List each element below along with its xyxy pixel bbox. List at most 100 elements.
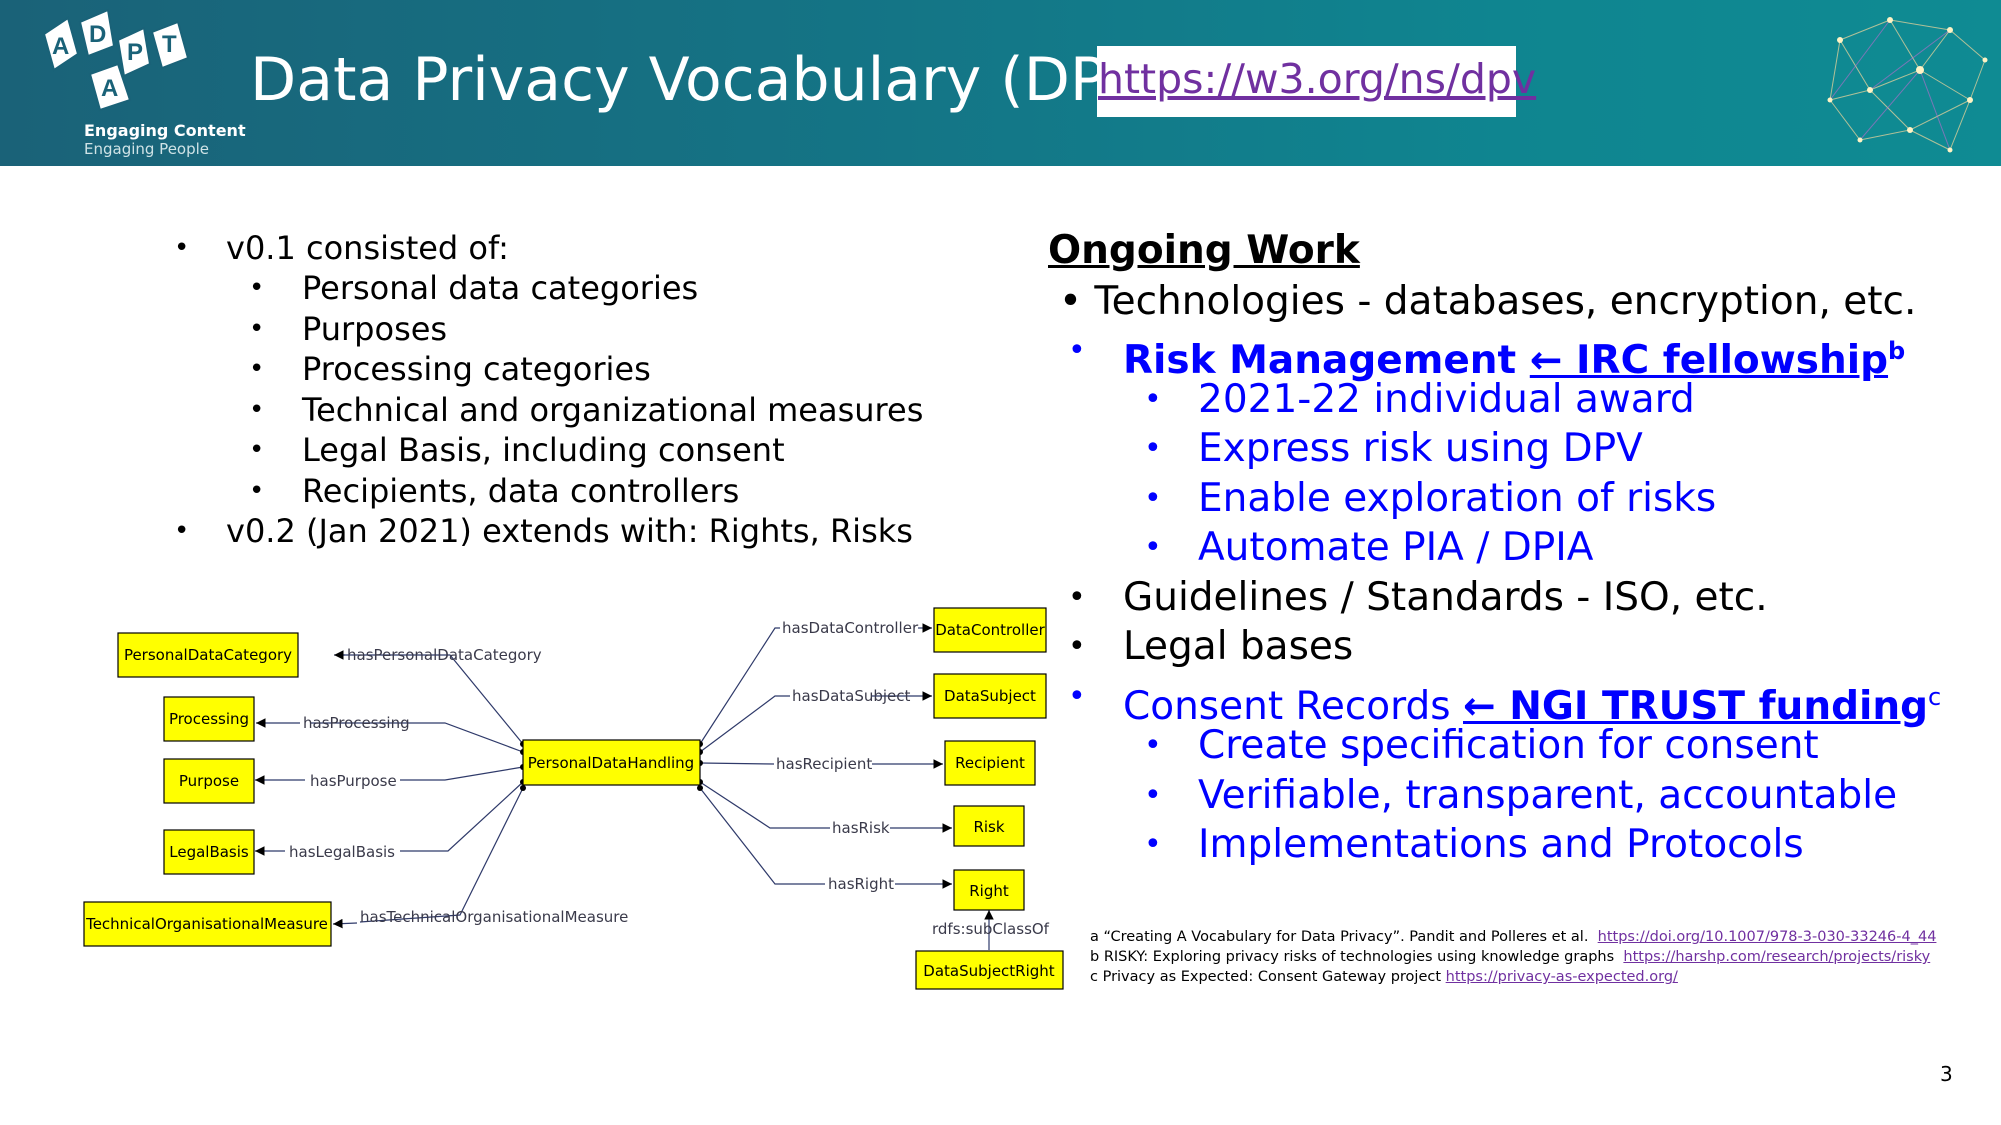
list-item-consent-records: Consent Records ← NGI TRUST fundingc <box>1123 672 1941 732</box>
edge-label: hasDataController <box>782 619 919 637</box>
footnote-link[interactable]: https://doi.org/10.1007/978-3-030-33246-… <box>1597 929 1937 945</box>
node-processing <box>163 696 255 742</box>
logo-tile-p <box>116 26 152 78</box>
ngi-trust-funding-link[interactable]: ← NGI TRUST funding <box>1463 684 1929 729</box>
bullet-dot: • <box>174 233 190 263</box>
footnote-text: c Privacy as Expected: Consent Gateway p… <box>1090 969 1442 985</box>
node-personal-data-handling <box>522 739 701 786</box>
url-box: https://w3.org/ns/dpv <box>1097 46 1536 117</box>
node-label: PersonalDataHandling <box>528 754 694 772</box>
node-label: DataSubject <box>944 687 1036 705</box>
list-item: Purposes <box>302 310 448 348</box>
list-item: Personal data categories <box>302 269 699 307</box>
footnote-text: a “Creating A Vocabulary for Data Privac… <box>1090 929 1589 945</box>
bullet-dot: • <box>1144 382 1162 417</box>
footnote-a: a “Creating A Vocabulary for Data Privac… <box>1090 927 1936 947</box>
logo-letter: P <box>127 39 143 66</box>
bullet-dot: • <box>1068 580 1086 615</box>
edge-line <box>699 762 775 765</box>
node-label: Recipient <box>955 754 1025 772</box>
node-right <box>953 869 1025 911</box>
bullet-dot: • <box>1144 431 1162 466</box>
node-label: DataController <box>935 621 1045 639</box>
bullet-dot: • <box>249 314 265 344</box>
node-data-controller <box>933 607 1047 653</box>
list-item: Create specification for consent <box>1198 723 1819 768</box>
bullet-dot: • <box>249 435 265 465</box>
node-risk <box>953 805 1025 847</box>
list-item: Express risk using DPV <box>1198 426 1643 471</box>
page-title: Data Privacy Vocabulary (DPV)a <box>250 40 1191 120</box>
edge-label: rdfs:subClassOf <box>932 920 1050 938</box>
node-label: DataSubjectRight <box>923 962 1055 980</box>
footnote-link[interactable]: https://privacy-as-expected.org/ <box>1445 969 1678 985</box>
node-label: TechnicalOrganisationalMeasure <box>85 915 328 933</box>
edge-line <box>699 781 830 829</box>
node-label: PersonalDataCategory <box>124 646 292 664</box>
list-item-legal-bases: Legal bases <box>1123 624 1354 669</box>
list-item: Verifiable, transparent, accountable <box>1198 773 1898 818</box>
bullet-dot: • <box>1068 333 1086 368</box>
list-item: Automate PIA / DPIA <box>1198 525 1594 570</box>
node-legal-basis <box>163 829 255 875</box>
node-label: Risk <box>973 818 1004 836</box>
list-item: Processing categories <box>302 350 651 388</box>
logo-letter: A <box>101 75 118 102</box>
logo-tile-a2 <box>88 62 132 112</box>
logo-tagline-secondary: Engaging People <box>84 140 210 158</box>
node-recipient <box>944 740 1036 786</box>
edge-label: hasRight <box>828 875 894 893</box>
edge-label: hasPersonalDataCategory <box>347 646 542 664</box>
bullet-dot: • <box>249 273 265 303</box>
node-label: Purpose <box>179 772 239 790</box>
bullet-dot: • <box>174 516 190 546</box>
list-item-risk-management: Risk Management ← IRC fellowshipb <box>1123 326 1905 386</box>
logo-tagline: Engaging Content <box>84 121 246 140</box>
list-item: Enable exploration of risks <box>1198 476 1717 521</box>
node-purpose <box>163 758 255 804</box>
list-item: v0.2 (Jan 2021) extends with: Rights, Ri… <box>226 512 913 550</box>
technologies-text: Technologies - databases, encryption, et… <box>1094 279 1917 324</box>
title-text: Data Privacy Vocabulary (DPV) <box>250 45 1171 115</box>
logo-tile-d <box>78 8 116 58</box>
footnote-c: c Privacy as Expected: Consent Gateway p… <box>1090 967 1936 987</box>
edge-line <box>400 781 524 852</box>
node-data-subject <box>933 673 1047 719</box>
list-item: 2021-22 individual award <box>1198 377 1695 422</box>
logo-letter: T <box>162 31 177 58</box>
logo-tile-t <box>150 20 190 70</box>
bullet-dot: • <box>1144 778 1162 813</box>
risk-label: Risk Management <box>1123 338 1517 383</box>
risk-footnote-mark: b <box>1888 337 1906 365</box>
edge-line <box>699 695 790 753</box>
edge-label: hasRisk <box>832 819 890 837</box>
dpv-url-link[interactable]: https://w3.org/ns/dpv <box>1098 55 1537 103</box>
list-item: Implementations and Protocols <box>1198 822 1804 867</box>
edge-label: hasLegalBasis <box>289 843 395 861</box>
list-item-guidelines: Guidelines / Standards - ISO, etc. <box>1123 575 1768 620</box>
bullet-dot: • <box>1144 827 1162 862</box>
footnote-b: b RISKY: Exploring privacy risks of tech… <box>1090 947 1936 967</box>
header-banner: A D P A T Engaging Content Engaging Peop… <box>0 0 2001 166</box>
bullet-dot: • <box>249 476 265 506</box>
edge-label: hasDataSubject <box>792 687 911 705</box>
footnotes: a “Creating A Vocabulary for Data Privac… <box>1090 927 1936 987</box>
edge-line <box>310 722 524 753</box>
node-label: Right <box>969 882 1009 900</box>
edge-line <box>699 627 780 745</box>
irc-fellowship-link[interactable]: ← IRC fellowship <box>1529 338 1889 383</box>
node-technical-organisational-measure <box>83 901 332 947</box>
bullet-dot: • <box>249 354 265 384</box>
bullet-dot: • <box>1144 728 1162 763</box>
list-item-technologies: • Technologies - databases, encryption, … <box>1059 279 1917 324</box>
consent-label: Consent Records <box>1123 684 1451 729</box>
network-graphic <box>1827 17 1988 153</box>
bullet-dot: • <box>1068 679 1086 714</box>
adapt-logo: A D P A T <box>42 8 190 112</box>
footnote-link[interactable]: https://harshp.com/research/projects/ris… <box>1623 949 1931 965</box>
list-item: Legal Basis, including consent <box>302 431 785 469</box>
bullet-dot: • <box>249 395 265 425</box>
node-data-subject-right <box>915 950 1064 990</box>
edge-line <box>699 787 825 885</box>
edge-line <box>359 787 524 923</box>
